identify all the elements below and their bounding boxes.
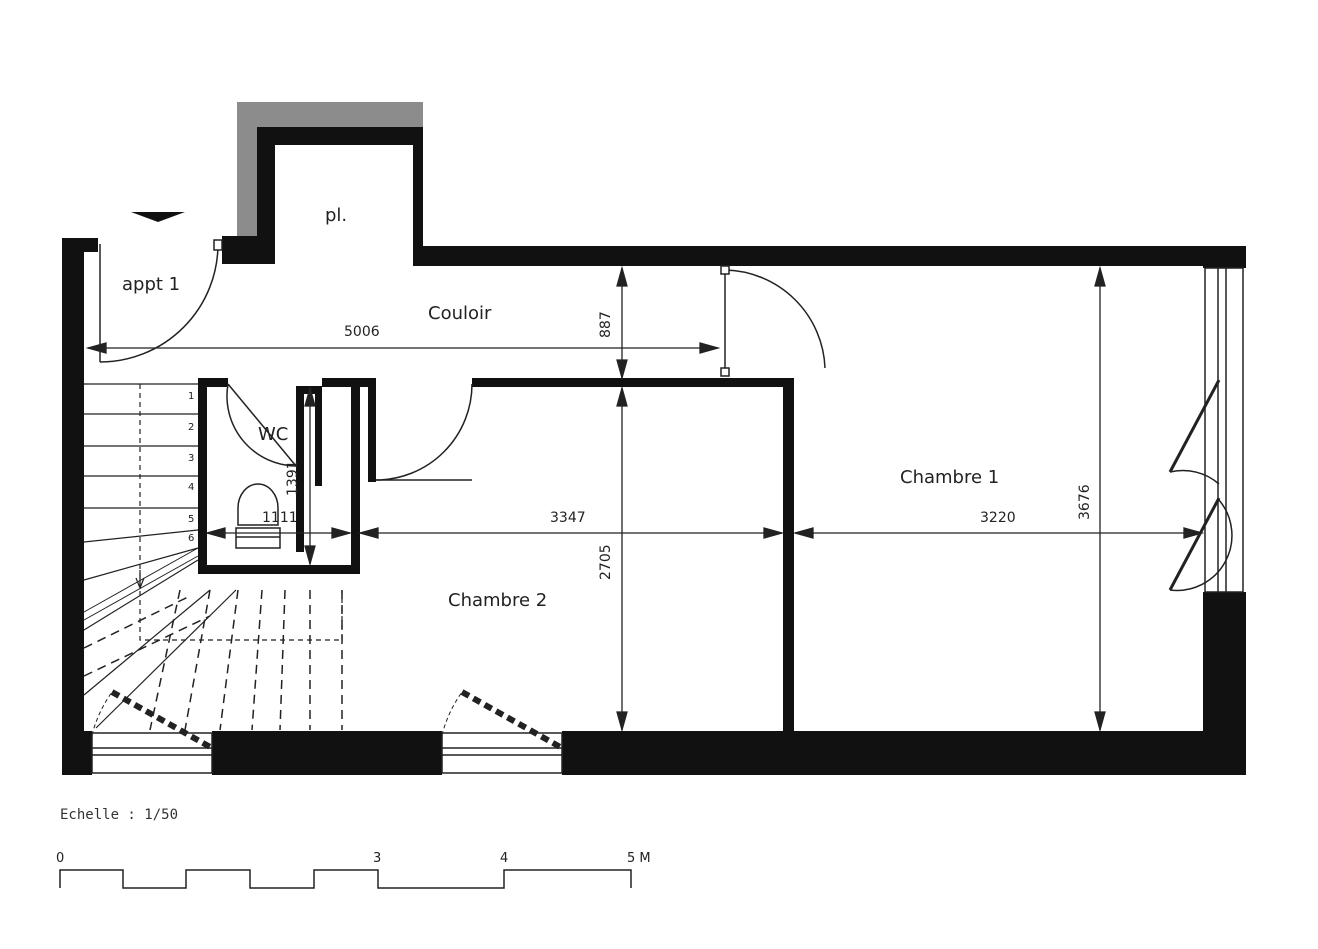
- step-number: 1: [188, 391, 194, 402]
- dimension-bedroom2-depth: 2705: [598, 544, 614, 580]
- room-label-wc: WC: [258, 424, 288, 445]
- dimension-lines: [85, 265, 1205, 733]
- dimension-bedroom1-width: 3220: [980, 510, 1016, 526]
- entrance-arrow-icon: [131, 212, 185, 222]
- step-number: 4: [188, 482, 194, 493]
- dimension-bedroom1-depth: 3676: [1077, 484, 1093, 520]
- step-number: 3: [188, 453, 194, 464]
- upper-wall: [237, 102, 423, 236]
- stair-step-numbers: 1 2 3 4 5 6: [188, 391, 194, 544]
- walls: [62, 127, 1246, 775]
- room-label-corridor: Couloir: [428, 303, 492, 324]
- scale-label: 3: [373, 851, 381, 866]
- dimension-bedroom2-width: 3347: [550, 510, 586, 526]
- room-label-bedroom1: Chambre 1: [900, 467, 999, 488]
- room-label-bedroom2: Chambre 2: [448, 590, 547, 611]
- scale-label: 0: [56, 851, 64, 866]
- staircase: [83, 383, 343, 729]
- doors: [99, 239, 1233, 592]
- room-label-closet: pl.: [325, 205, 347, 226]
- stair-lower-flight: [83, 589, 343, 731]
- scale-label: 5 M: [627, 851, 651, 866]
- scale-bar: [59, 869, 632, 889]
- dimension-wc-depth: 1391: [285, 460, 301, 496]
- scale-title: Echelle : 1/50: [60, 807, 179, 823]
- scale-label: 4: [500, 851, 508, 866]
- step-number: 2: [188, 422, 194, 433]
- dimension-corridor-length: 5006: [344, 324, 380, 340]
- room-label-entry: appt 1: [122, 274, 180, 295]
- window-swing: [110, 689, 564, 751]
- dimension-corridor-width: 887: [598, 311, 614, 338]
- dimension-wc-width: 1111: [262, 510, 298, 526]
- step-number: 5: [188, 514, 194, 525]
- step-number: 6: [188, 533, 194, 544]
